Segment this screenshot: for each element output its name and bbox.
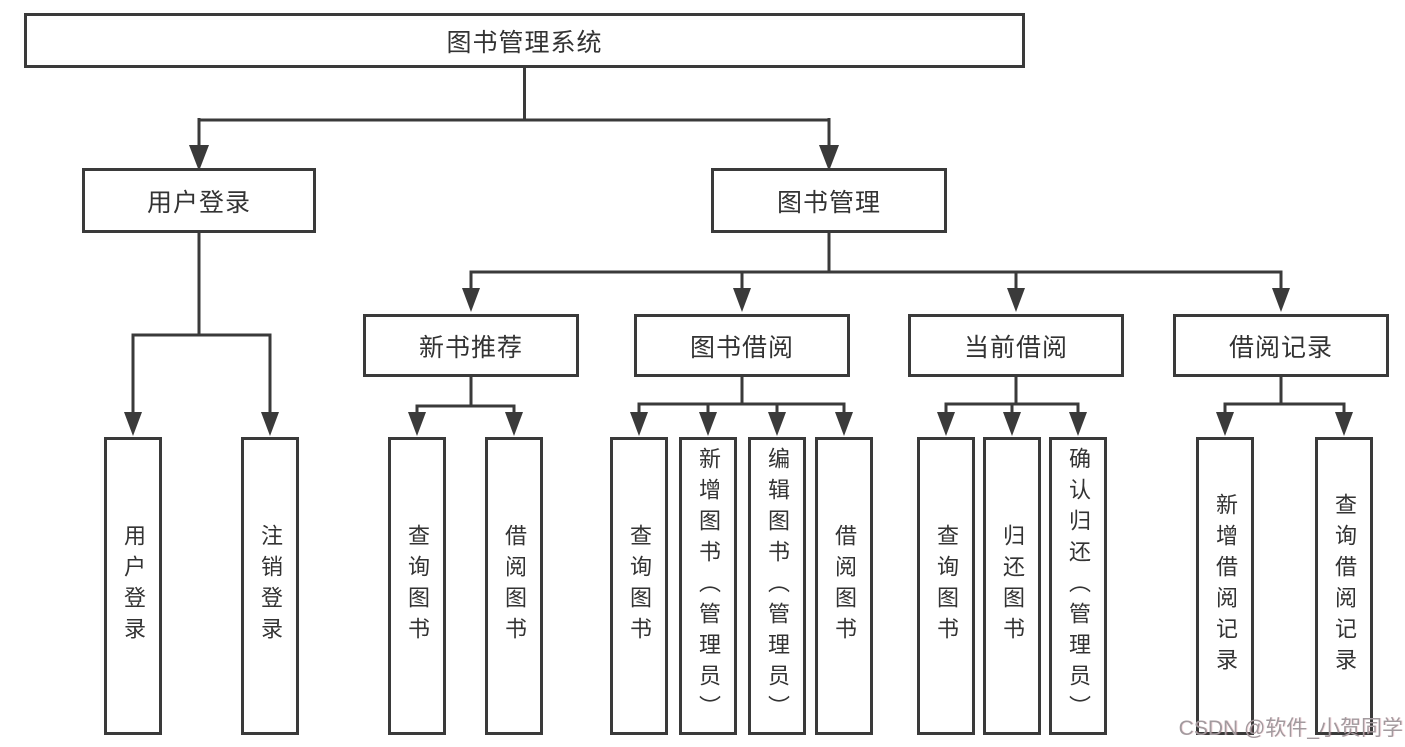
node-label: 借阅图书 — [832, 524, 857, 648]
arrow-down-icon — [1003, 412, 1021, 436]
leaf-add-book-admin: 新增图书（管理员） — [679, 437, 737, 735]
arrow-down-icon — [835, 412, 853, 436]
node-book-management: 图书管理 — [711, 168, 947, 233]
node-book-borrow: 图书借阅 — [634, 314, 850, 377]
arrow-down-icon — [1272, 288, 1290, 312]
arrow-down-icon — [937, 412, 955, 436]
arrow-down-icon — [1069, 412, 1087, 436]
arrow-down-icon — [1216, 412, 1234, 436]
node-label: 查询图书 — [627, 524, 652, 648]
node-borrow-record: 借阅记录 — [1173, 314, 1389, 377]
node-current-borrow: 当前借阅 — [908, 314, 1124, 377]
leaf-query-borrow-record: 查询借阅记录 — [1315, 437, 1373, 735]
arrow-down-icon — [1007, 288, 1025, 312]
node-label: 图书管理系统 — [446, 28, 603, 57]
leaf-return-book: 归还图书 — [983, 437, 1041, 735]
node-label: 编辑图书（管理员） — [765, 446, 790, 726]
arrow-down-icon — [261, 412, 279, 436]
node-label: 查询图书 — [405, 524, 430, 648]
arrow-down-icon — [768, 412, 786, 436]
leaf-borrow-book-1: 借阅图书 — [485, 437, 543, 735]
node-label: 注销登录 — [258, 524, 283, 648]
node-label: 图书借阅 — [689, 333, 794, 362]
watermark: CSDN @软件_小贺同学 — [1178, 717, 1403, 740]
leaf-add-borrow-record: 新增借阅记录 — [1196, 437, 1254, 735]
arrow-down-icon — [189, 145, 209, 171]
node-label: 当前借阅 — [963, 333, 1068, 362]
leaf-query-book-1: 查询图书 — [388, 437, 446, 735]
node-label: 新增借阅记录 — [1213, 493, 1238, 679]
leaf-query-book-3: 查询图书 — [917, 437, 975, 735]
node-label: 查询借阅记录 — [1332, 493, 1357, 679]
leaf-query-book-2: 查询图书 — [610, 437, 668, 735]
node-label: 借阅图书 — [502, 524, 527, 648]
leaf-user-login: 用户登录 — [104, 437, 162, 735]
node-label: 确认归还（管理员） — [1066, 446, 1091, 726]
leaf-borrow-book-2: 借阅图书 — [815, 437, 873, 735]
leaf-logout: 注销登录 — [241, 437, 299, 735]
arrow-down-icon — [124, 412, 142, 436]
node-new-book-recommend: 新书推荐 — [363, 314, 579, 377]
arrow-down-icon — [630, 412, 648, 436]
node-label: 用户登录 — [146, 188, 251, 217]
leaf-edit-book-admin: 编辑图书（管理员） — [748, 437, 806, 735]
node-label: 新增图书（管理员） — [696, 446, 721, 726]
node-user-login: 用户登录 — [82, 168, 316, 233]
node-system-root: 图书管理系统 — [24, 13, 1025, 68]
arrow-down-icon — [819, 145, 839, 171]
node-label: 用户登录 — [121, 524, 146, 648]
node-label: 归还图书 — [1000, 524, 1025, 648]
leaf-confirm-return-admin: 确认归还（管理员） — [1049, 437, 1107, 735]
node-label: 借阅记录 — [1228, 333, 1333, 362]
arrow-down-icon — [408, 412, 426, 436]
arrow-down-icon — [462, 288, 480, 312]
node-label: 查询图书 — [934, 524, 959, 648]
node-label: 新书推荐 — [418, 333, 523, 362]
arrow-down-icon — [733, 288, 751, 312]
arrow-down-icon — [699, 412, 717, 436]
arrow-down-icon — [505, 412, 523, 436]
node-label: 图书管理 — [776, 188, 881, 217]
arrow-down-icon — [1335, 412, 1353, 436]
arrowheads — [124, 145, 1353, 436]
